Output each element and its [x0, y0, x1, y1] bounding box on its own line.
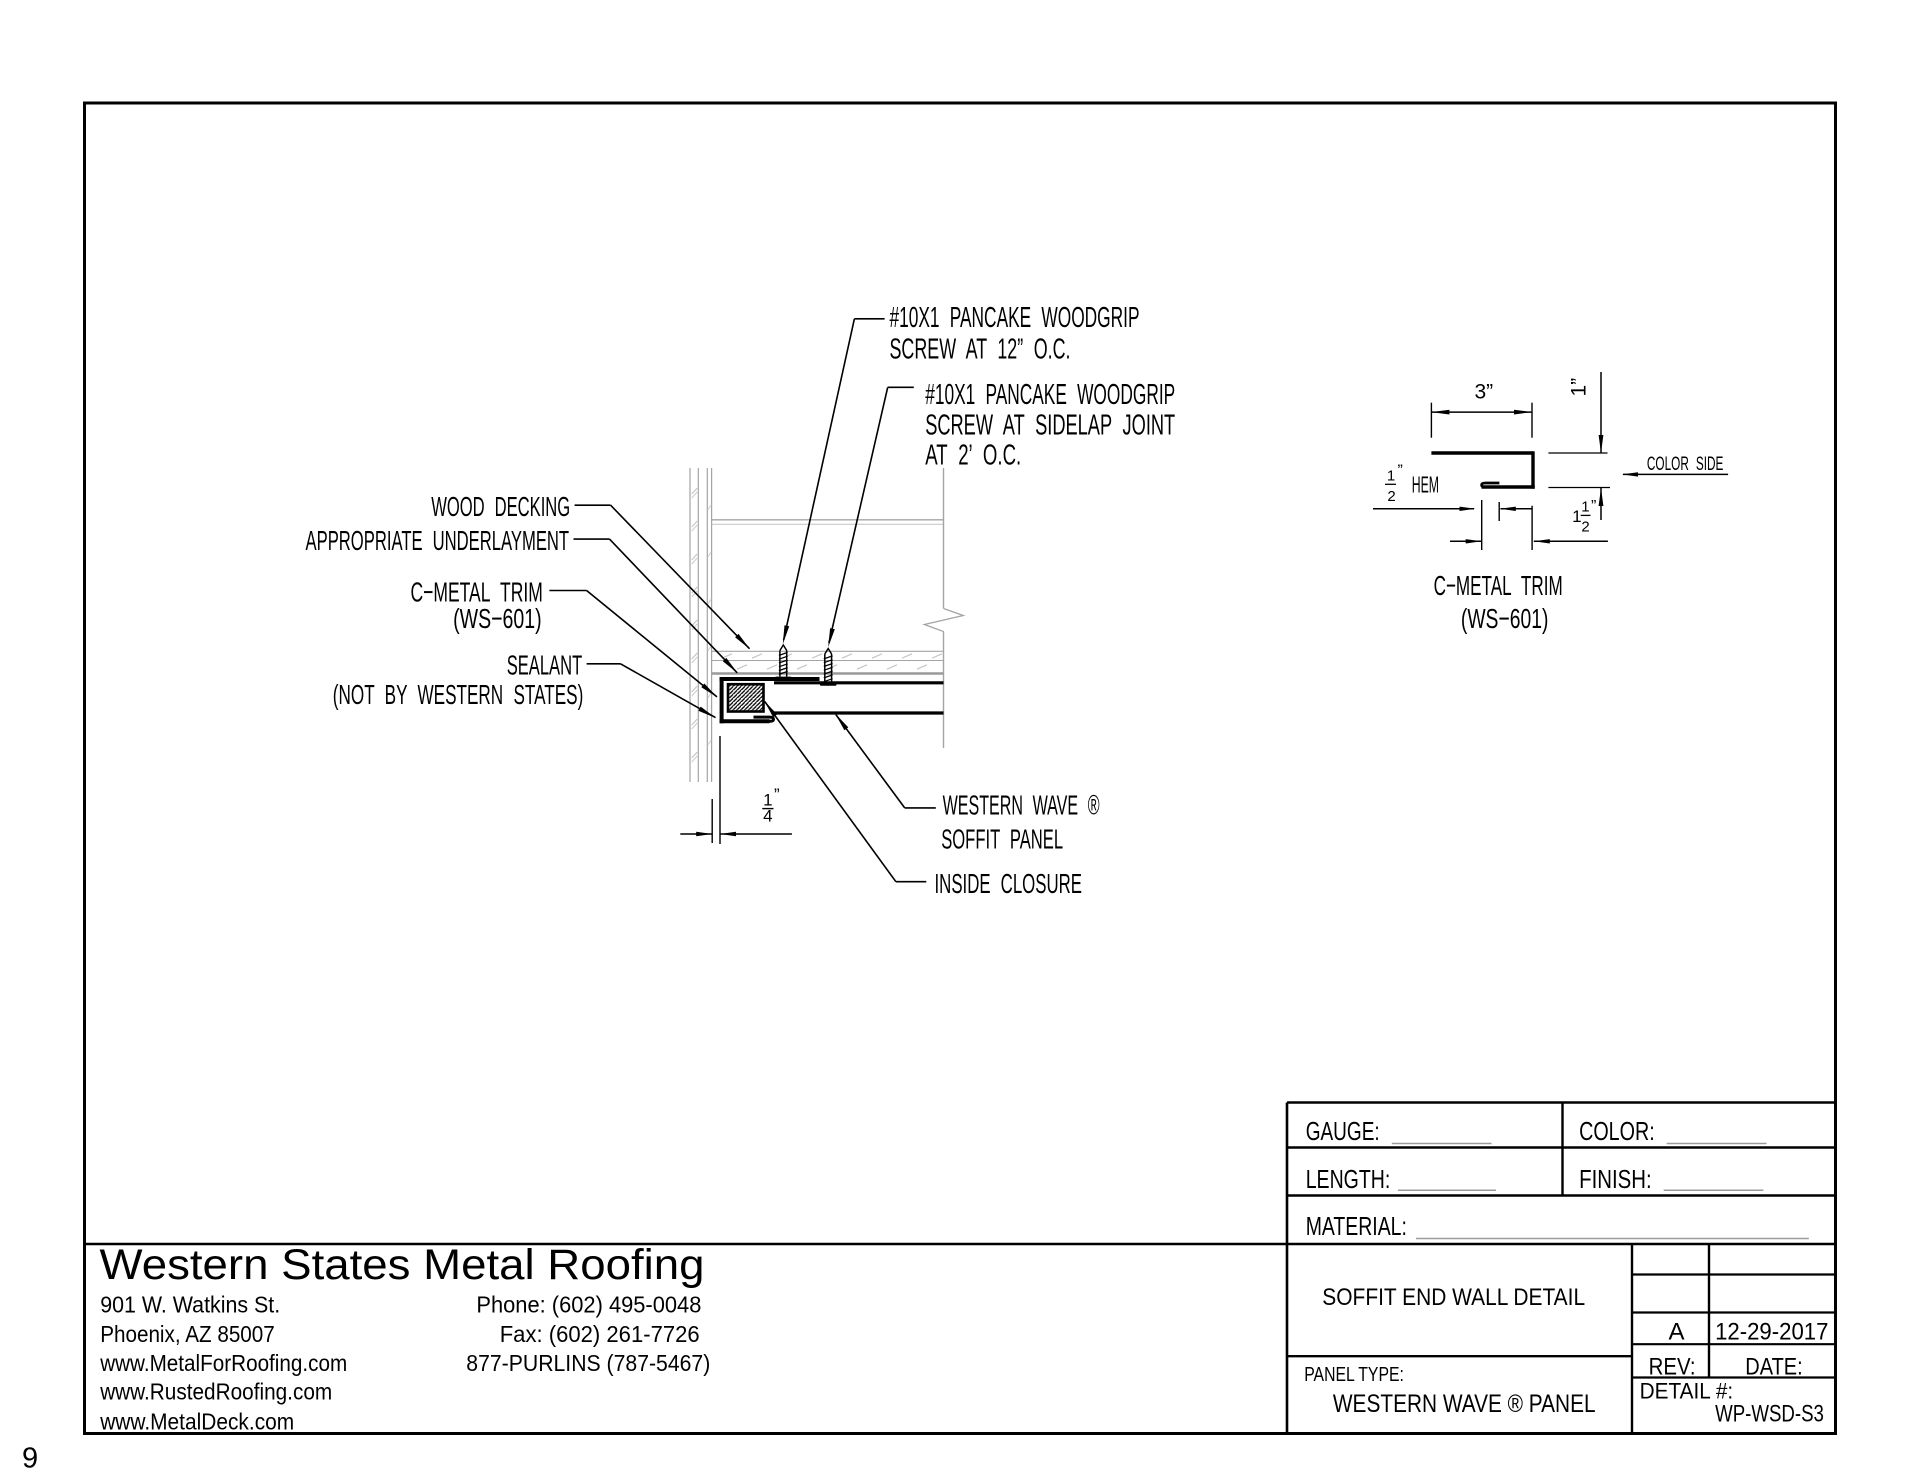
- svg-text:APPROPRIATE UNDERLAYMENT: APPROPRIATE UNDERLAYMENT: [306, 525, 570, 556]
- svg-text:1: 1: [1572, 507, 1581, 526]
- svg-text:AT 2’ O.C.: AT 2’ O.C.: [925, 440, 1021, 472]
- svg-text:901 W. Watkins St.: 901 W. Watkins St.: [100, 1292, 280, 1318]
- svg-text:www.MetalForRoofing.com: www.MetalForRoofing.com: [99, 1350, 347, 1376]
- svg-text:WESTERN WAVE ® PANEL: WESTERN WAVE ® PANEL: [1333, 1390, 1596, 1418]
- svg-text:877-PURLINS (787-5467): 877-PURLINS (787-5467): [466, 1350, 710, 1376]
- svg-text:3”: 3”: [1474, 380, 1493, 403]
- svg-text:”: ”: [1591, 498, 1596, 515]
- svg-text:FINISH:: FINISH:: [1579, 1164, 1652, 1194]
- svg-text:MATERIAL:: MATERIAL:: [1306, 1211, 1407, 1241]
- svg-text:C−METAL TRIM: C−METAL TRIM: [1434, 570, 1563, 601]
- svg-text:www.RustedRoofing.com: www.RustedRoofing.com: [99, 1378, 332, 1404]
- svg-text:12-29-2017: 12-29-2017: [1715, 1319, 1828, 1346]
- svg-text:PANEL TYPE:: PANEL TYPE:: [1304, 1363, 1404, 1386]
- svg-text:A: A: [1668, 1319, 1684, 1346]
- svg-text:SEALANT: SEALANT: [507, 650, 583, 681]
- svg-text:REV:: REV:: [1649, 1353, 1696, 1380]
- svg-text:INSIDE CLOSURE: INSIDE CLOSURE: [935, 868, 1083, 899]
- svg-text:www.MetalDeck.com: www.MetalDeck.com: [99, 1408, 294, 1434]
- svg-text:(WS−601): (WS−601): [453, 603, 542, 634]
- svg-text:2: 2: [1581, 519, 1589, 536]
- svg-text:(NOT BY WESTERN STATES): (NOT BY WESTERN STATES): [333, 679, 584, 710]
- svg-text:(WS−601): (WS−601): [1461, 603, 1549, 634]
- svg-text:SCREW AT SIDELAP JOINT: SCREW AT SIDELAP JOINT: [925, 409, 1175, 441]
- svg-text:Phone: (602) 495-0048: Phone: (602) 495-0048: [476, 1292, 701, 1318]
- svg-text:HEM: HEM: [1412, 471, 1439, 497]
- svg-text:1”: 1”: [1568, 378, 1591, 397]
- svg-text:SCREW AT 12” O.C.: SCREW AT 12” O.C.: [890, 333, 1071, 365]
- svg-text:LENGTH:: LENGTH:: [1306, 1164, 1391, 1194]
- svg-text:Fax: (602) 261-7726: Fax: (602) 261-7726: [500, 1321, 700, 1347]
- svg-text:Phoenix, AZ 85007: Phoenix, AZ 85007: [100, 1321, 275, 1347]
- svg-text:1: 1: [1387, 467, 1395, 484]
- svg-text:DETAIL #:: DETAIL #:: [1640, 1379, 1734, 1404]
- svg-text:WOOD DECKING: WOOD DECKING: [431, 491, 570, 522]
- svg-text:”: ”: [774, 785, 780, 804]
- svg-text:WESTERN WAVE ®: WESTERN WAVE ®: [943, 790, 1100, 821]
- svg-text:SOFFIT END WALL DETAIL: SOFFIT END WALL DETAIL: [1322, 1284, 1585, 1311]
- svg-text:9: 9: [22, 1443, 38, 1475]
- svg-text:#10X1 PANCAKE WOODGRIP: #10X1 PANCAKE WOODGRIP: [925, 379, 1175, 411]
- svg-text:GAUGE:: GAUGE:: [1306, 1116, 1380, 1146]
- svg-text:1: 1: [763, 791, 772, 810]
- svg-text:WP-WSD-S3: WP-WSD-S3: [1715, 1400, 1824, 1427]
- svg-text:COLOR SIDE: COLOR SIDE: [1647, 454, 1724, 475]
- svg-text:4: 4: [763, 807, 772, 826]
- svg-text:1: 1: [1581, 499, 1589, 516]
- svg-text:DATE:: DATE:: [1745, 1353, 1802, 1380]
- svg-text:#10X1 PANCAKE WOODGRIP: #10X1 PANCAKE WOODGRIP: [890, 302, 1140, 334]
- svg-text:”: ”: [1398, 463, 1403, 480]
- svg-text:Western States Metal Roofing: Western States Metal Roofing: [100, 1241, 705, 1289]
- svg-text:C−METAL TRIM: C−METAL TRIM: [411, 576, 543, 607]
- svg-text:2: 2: [1387, 488, 1395, 505]
- svg-text:COLOR:: COLOR:: [1579, 1116, 1655, 1146]
- svg-text:SOFFIT PANEL: SOFFIT PANEL: [941, 824, 1063, 855]
